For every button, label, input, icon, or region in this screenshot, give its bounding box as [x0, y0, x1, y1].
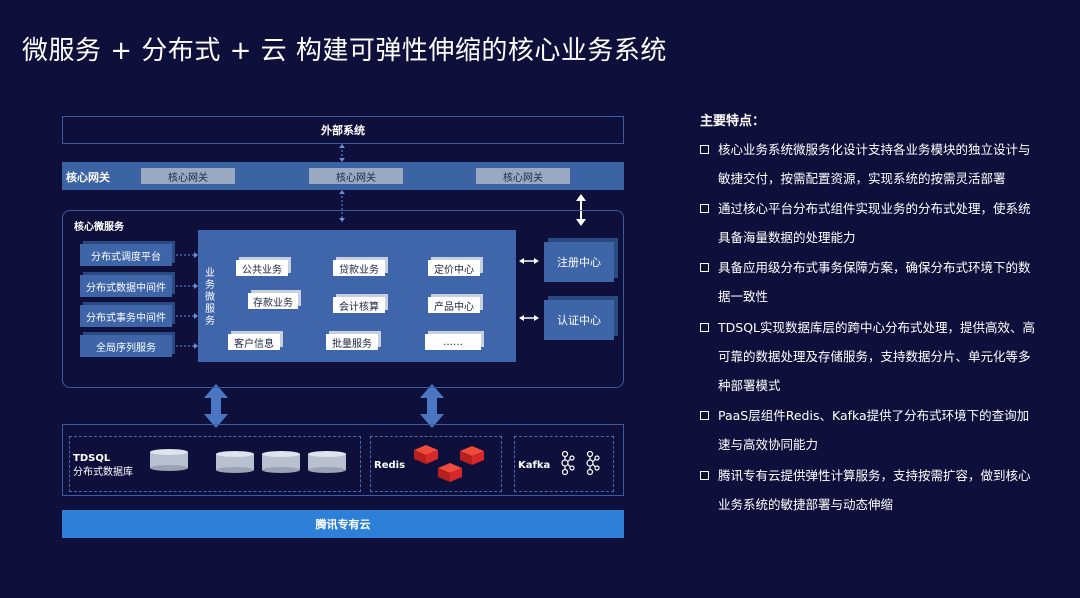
kafka-icon — [586, 450, 600, 476]
business-card: 产品中心 — [428, 297, 480, 313]
gateway-node: 核心网关 — [476, 168, 570, 184]
business-card: 存款业务 — [248, 293, 298, 309]
kafka-icons — [561, 450, 600, 476]
redis-icons — [414, 445, 484, 482]
feature-item: 腾讯专有云提供弹性计算服务，支持按需扩容，做到核心业务系统的敏捷部署与动态伸缩 — [700, 461, 1040, 519]
feature-text: PaaS层组件Redis、Kafka提供了分布式环境下的查询加速与高效协同能力 — [718, 408, 1030, 452]
feature-item: PaaS层组件Redis、Kafka提供了分布式环境下的查询加速与高效协同能力 — [700, 401, 1040, 459]
external-system-box: 外部系统 — [62, 116, 624, 144]
checkbox-icon — [700, 263, 709, 272]
database-icon — [150, 449, 188, 471]
left-service-item: 分布式数据中间件 — [80, 275, 172, 297]
feature-text: 核心业务系统微服务化设计支持各业务模块的独立设计与敏捷交付，按需配置资源，实现系… — [718, 142, 1031, 186]
kafka-label: Kafka — [518, 460, 551, 471]
checkbox-icon — [700, 145, 709, 154]
gateway-label: 核心网关 — [66, 171, 110, 184]
database-icon — [216, 451, 254, 473]
data-layer-container — [62, 424, 624, 496]
business-vertical-label: 业务微服务 — [205, 268, 215, 327]
left-service-item: 分布式调度平台 — [80, 244, 172, 266]
business-card: 公共业务 — [236, 260, 288, 276]
checkbox-icon — [700, 323, 709, 332]
feature-item: 核心业务系统微服务化设计支持各业务模块的独立设计与敏捷交付，按需配置资源，实现系… — [700, 135, 1040, 193]
feature-text: 具备应用级分布式事务保障方案，确保分布式环境下的数据一致性 — [718, 260, 1031, 304]
database-icon — [308, 451, 346, 473]
redis-cube-icon — [460, 446, 484, 465]
feature-text: 通过核心平台分布式组件实现业务的分布式处理，使系统具备海量数据的处理能力 — [718, 201, 1031, 245]
tencent-cloud-bar: 腾讯专有云 — [62, 510, 624, 538]
database-icon — [262, 451, 300, 473]
redis-label: Redis — [374, 460, 406, 471]
business-card: 会计核算 — [333, 297, 385, 313]
left-service-item: 分布式事务中间件 — [80, 305, 172, 327]
big-arrow-right — [420, 384, 444, 428]
redis-box — [370, 436, 502, 492]
checkbox-icon — [700, 204, 709, 213]
registry-center-box: 注册中心 — [544, 242, 614, 282]
feature-text: 腾讯专有云提供弹性计算服务，支持按需扩容，做到核心业务系统的敏捷部署与动态伸缩 — [718, 468, 1031, 512]
business-card: 客户信息 — [228, 334, 280, 350]
gateway-node: 核心网关 — [309, 168, 403, 184]
left-service-item: 全局序列服务 — [80, 335, 172, 357]
tdsql-box — [69, 436, 361, 492]
database-icons — [150, 449, 346, 473]
redis-cube-icon — [438, 463, 462, 482]
business-card: 批量服务 — [326, 334, 378, 350]
gateway-node: 核心网关 — [141, 168, 235, 184]
business-card: 定价中心 — [428, 260, 480, 276]
kafka-icon — [561, 450, 575, 476]
redis-cube-icon — [414, 445, 438, 464]
tdsql-sublabel: 分布式数据库 — [73, 467, 133, 478]
auth-center-box: 认证中心 — [544, 300, 614, 340]
checkbox-icon — [700, 411, 709, 420]
microservice-label: 核心微服务 — [74, 222, 124, 233]
features-title: 主要特点： — [700, 114, 766, 129]
microservice-container — [62, 210, 624, 388]
feature-item: 通过核心平台分布式组件实现业务的分布式处理，使系统具备海量数据的处理能力 — [700, 194, 1040, 252]
arrows-center-right — [522, 260, 536, 319]
feature-text: TDSQL实现数据库层的跨中心分布式处理，提供高效、高可靠的数据处理及存储服务，… — [718, 320, 1035, 393]
business-card: …… — [425, 334, 481, 350]
feature-item: TDSQL实现数据库层的跨中心分布式处理，提供高效、高可靠的数据处理及存储服务，… — [700, 313, 1040, 400]
checkbox-icon — [700, 471, 709, 480]
tdsql-label: TDSQL — [73, 453, 111, 464]
page-title: 微服务 + 分布式 + 云 构建可弹性伸缩的核心业务系统 — [22, 36, 667, 66]
kafka-box — [514, 436, 614, 492]
business-card: 贷款业务 — [333, 260, 385, 276]
arrows-left-center — [176, 254, 196, 347]
feature-item: 具备应用级分布式事务保障方案，确保分布式环境下的数据一致性 — [700, 253, 1040, 311]
big-arrow-left — [204, 384, 228, 428]
